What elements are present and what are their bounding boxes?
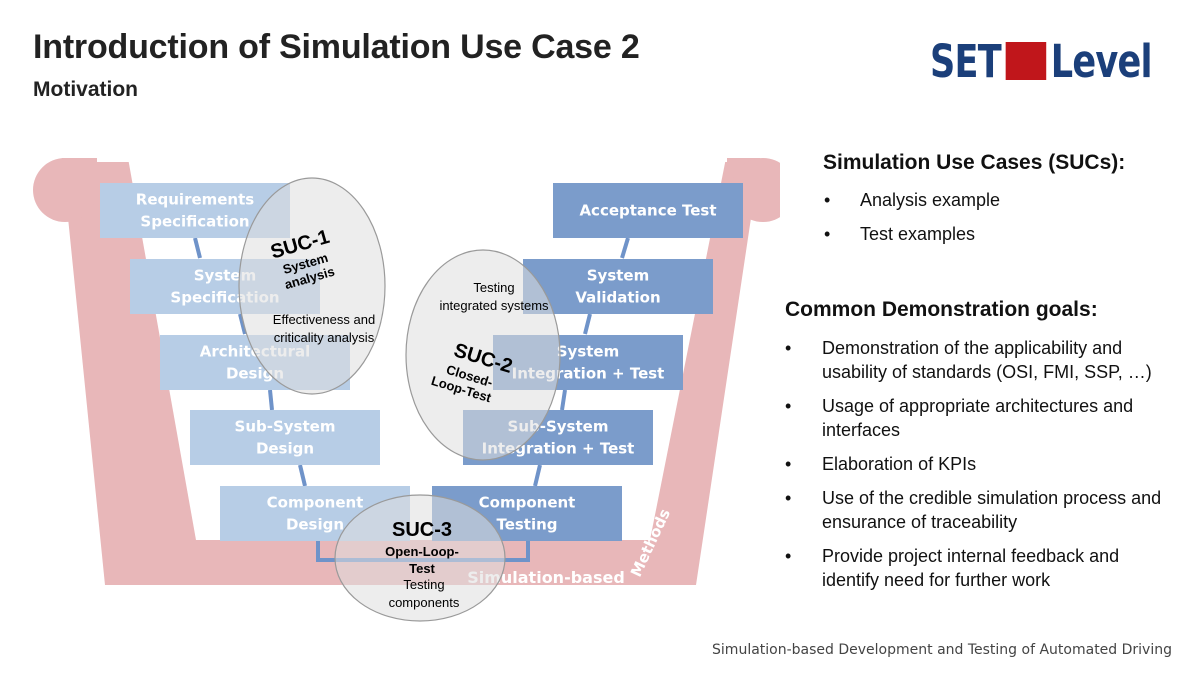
logo-text-left: SET xyxy=(930,34,1002,88)
goal-item: • Elaboration of KPIs xyxy=(785,452,1165,476)
left-box-5-label: Design xyxy=(286,516,344,534)
sucs-heading: Simulation Use Cases (SUCs): xyxy=(823,151,1126,174)
suc-item: • Test examples xyxy=(785,222,1185,246)
goal-item-text: Use of the credible simulation process a… xyxy=(822,488,1162,532)
goal-item: • Use of the credible simulation process … xyxy=(785,486,1165,534)
right-box-2 xyxy=(523,259,713,314)
bullet: • xyxy=(785,546,792,566)
bullet: • xyxy=(824,190,831,210)
suc1-group: SUC-1 System analysis Effectiveness and … xyxy=(238,177,386,395)
band-top-cutout xyxy=(97,140,727,162)
band-label-bottom: Simulation-based xyxy=(467,568,625,587)
left-boxes: RequirementsSpecificationSystemSpecifica… xyxy=(100,183,410,541)
bullet: • xyxy=(785,338,792,358)
suc1-note2: criticality analysis xyxy=(274,330,375,345)
connector-l2 xyxy=(238,313,247,335)
bullet: • xyxy=(785,396,792,416)
connector-r1 xyxy=(620,237,630,259)
connector-r3 xyxy=(560,389,567,411)
band-left-cap xyxy=(33,158,97,222)
connector-l3 xyxy=(268,389,274,411)
suc-item-text: Test examples xyxy=(860,224,976,244)
suc-item-text: Analysis example xyxy=(860,190,1001,210)
left-box-4-label: Sub-System xyxy=(235,418,336,436)
logo-red-square xyxy=(1005,42,1047,80)
right-box-2-label: Validation xyxy=(575,289,660,307)
left-box-1-label: Specification xyxy=(140,213,249,231)
right-box-5-label: Component xyxy=(479,494,576,512)
right-box-3-label: System xyxy=(557,343,619,361)
goal-item-text: Provide project internal feedback and id… xyxy=(822,546,1120,590)
setlevel-logo: SET Level xyxy=(930,35,1153,88)
left-box-5-label: Component xyxy=(267,494,364,512)
suc2-note1: Testing xyxy=(473,280,514,295)
suc-item: • Analysis example xyxy=(785,188,1185,212)
connector-r4 xyxy=(533,464,542,487)
goals-list: • Demonstration of the applicability and … xyxy=(785,336,1165,602)
suc3-note1: Testing xyxy=(403,577,444,592)
goal-item: • Demonstration of the applicability and … xyxy=(785,336,1165,384)
connector-l1 xyxy=(193,237,202,259)
suc1-ellipse xyxy=(238,177,386,395)
goal-item-text: Elaboration of KPIs xyxy=(822,454,977,474)
connector-l4 xyxy=(298,464,307,487)
suc3-line2: Test xyxy=(409,561,435,576)
right-box-5-label: Testing xyxy=(496,516,557,534)
left-box-4-label: Design xyxy=(256,440,314,458)
right-box-1-label: Acceptance Test xyxy=(579,202,716,220)
page-subtitle: Motivation xyxy=(33,78,138,101)
bullet: • xyxy=(785,488,792,508)
bullet: • xyxy=(824,224,831,244)
suc2-note2: integrated systems xyxy=(439,298,549,313)
bullet: • xyxy=(785,454,792,474)
left-box-1-label: Requirements xyxy=(136,191,255,209)
v-model-diagram: Simulation-based Methods RequirementsSpe… xyxy=(33,140,780,622)
footer-text: Simulation-based Development and Testing… xyxy=(712,642,1172,658)
goals-heading: Common Demonstration goals: xyxy=(785,298,1098,321)
suc3-name: SUC-3 xyxy=(392,519,452,541)
page-title: Introduction of Simulation Use Case 2 xyxy=(33,28,640,66)
suc3-ellipse xyxy=(334,494,506,622)
band-right-cap xyxy=(731,158,780,222)
suc1-note1: Effectiveness and xyxy=(273,312,375,327)
right-box-2-label: System xyxy=(587,267,649,285)
suc3-note2: components xyxy=(389,595,460,610)
right-box-1 xyxy=(553,183,743,238)
suc2-group: Testing integrated systems SUC-2 Closed-… xyxy=(405,249,561,461)
goal-item: • Usage of appropriate architectures and … xyxy=(785,394,1165,442)
left-box-4 xyxy=(190,410,380,465)
connector-r2 xyxy=(583,313,592,335)
suc3-group: SUC-3 Open-Loop- Test Testing components xyxy=(334,494,506,622)
logo-text-right: Level xyxy=(1050,34,1153,88)
suc3-line1: Open-Loop- xyxy=(385,544,459,559)
goal-item-text: Usage of appropriate architectures and i… xyxy=(822,396,1134,440)
suc2-ellipse xyxy=(405,249,561,461)
goal-item: • Provide project internal feedback and i… xyxy=(785,544,1165,592)
sucs-list: • Analysis example • Test examples xyxy=(785,188,1185,256)
goal-item-text: Demonstration of the applicability and u… xyxy=(822,338,1152,382)
